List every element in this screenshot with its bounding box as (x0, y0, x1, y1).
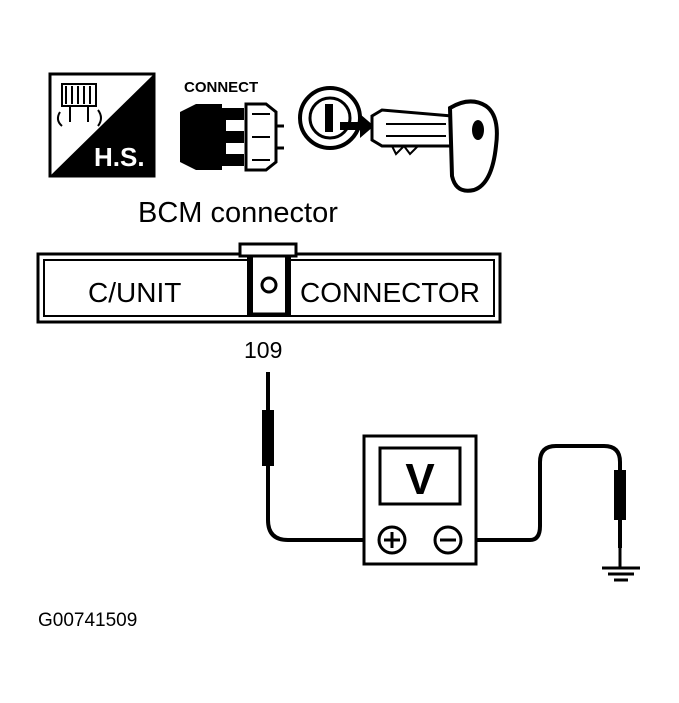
voltmeter-display: V (405, 455, 435, 504)
terminal-109-pin (260, 276, 278, 294)
diagram-title: BCM connector (138, 197, 338, 229)
bcm-connector: C/UNIT CONNECTOR (36, 242, 502, 324)
figure-id: G00741509 (38, 610, 137, 631)
test-leads (266, 372, 622, 548)
ground-icon (602, 548, 640, 582)
harness-sensor-icon: H.S. (48, 72, 156, 178)
positive-probe (262, 410, 274, 466)
voltmeter: V (362, 434, 478, 566)
harness-label: H.S. (94, 142, 145, 172)
connect-label: CONNECT (184, 79, 258, 96)
connect-icon: CONNECT (180, 79, 284, 172)
negative-probe (614, 470, 626, 520)
terminal-number: 109 (244, 337, 282, 363)
ignition-key-icon (298, 86, 499, 193)
connector-left-label: C/UNIT (88, 277, 181, 308)
connector-right-label: CONNECTOR (300, 277, 480, 308)
